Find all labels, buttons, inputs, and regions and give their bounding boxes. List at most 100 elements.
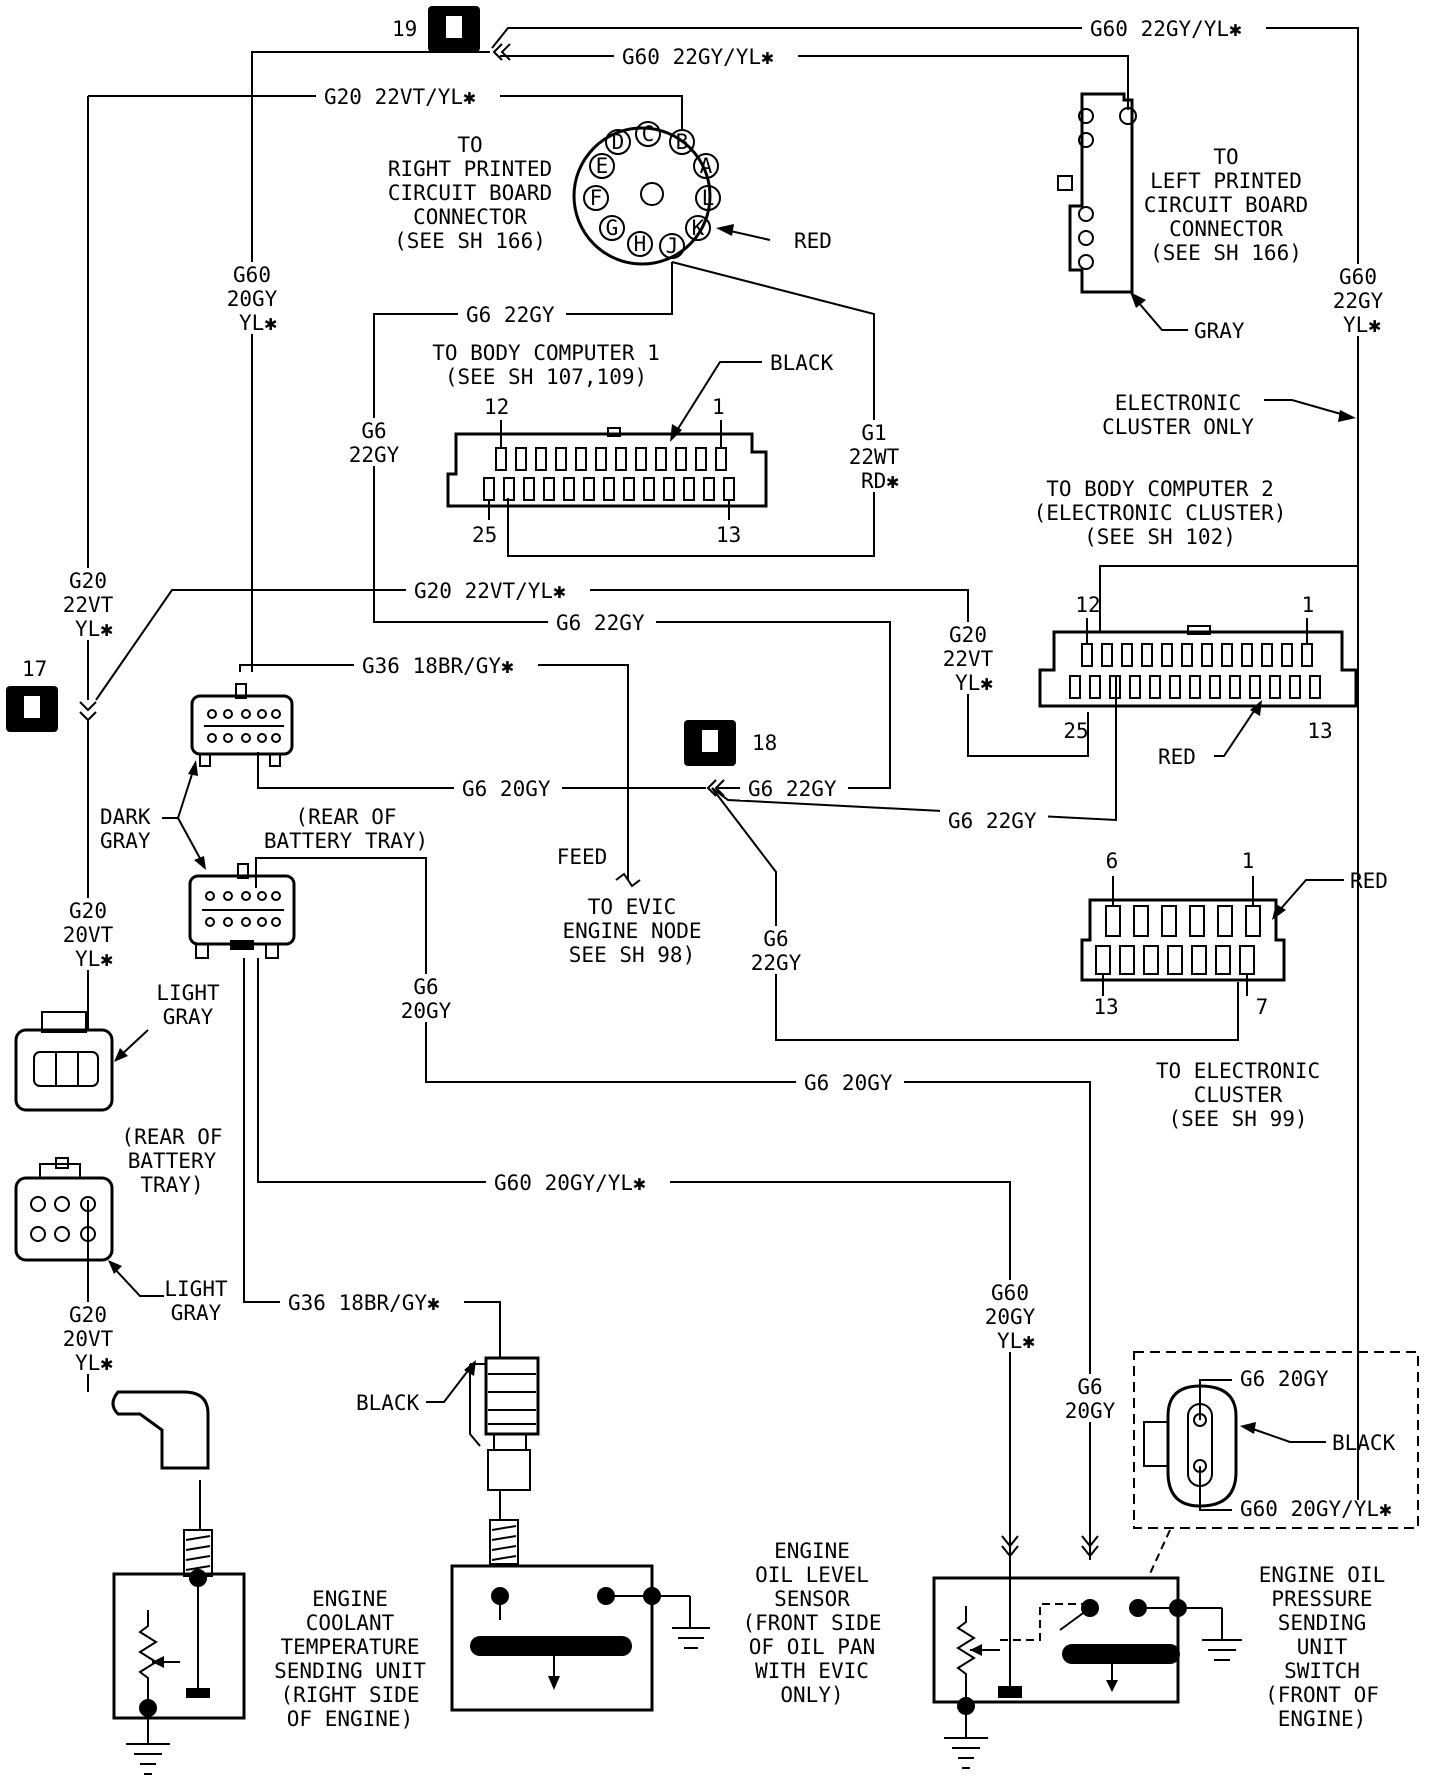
thermistor-icon bbox=[956, 1606, 976, 1704]
ground-icon bbox=[126, 1743, 170, 1775]
light-gray-connectors: LIGHT GRAY (REAR OF BATTERY TRAY) LIGHT … bbox=[14, 981, 228, 1325]
bc1-pin bbox=[695, 447, 707, 471]
bc2-pin bbox=[1189, 675, 1201, 699]
ground-icon bbox=[672, 1627, 710, 1649]
bc2-pin bbox=[1229, 675, 1241, 699]
pcb-pin-letter: K bbox=[692, 216, 705, 240]
oil-level-line-7: ONLY) bbox=[780, 1683, 843, 1707]
ec-pin bbox=[1133, 905, 1149, 937]
op-line-5: SWITCH bbox=[1284, 1659, 1360, 1683]
op-line-4: UNIT bbox=[1297, 1635, 1348, 1659]
bc2-pin bbox=[1269, 675, 1281, 699]
bc2-pin bbox=[1249, 675, 1261, 699]
bc1-pin bbox=[683, 477, 695, 501]
vlabel: G60 bbox=[233, 263, 271, 287]
bc1-pin bbox=[635, 447, 647, 471]
oil-level-sensor: BLACK ENGINE OIL LEVEL SENSOR (FRONT SID… bbox=[356, 1356, 882, 1712]
bc1-pin bbox=[595, 447, 607, 471]
lpcb-line-2: LEFT PRINTED bbox=[1150, 169, 1302, 193]
ec-pin bbox=[1215, 945, 1231, 975]
bc2-color: RED bbox=[1158, 745, 1196, 769]
bc1-pin bbox=[663, 477, 675, 501]
pcb-pin bbox=[669, 129, 695, 155]
bc1-pin bbox=[615, 447, 627, 471]
pcb-pin-letter: L bbox=[702, 186, 715, 210]
vlabel: RD✱ bbox=[861, 469, 899, 493]
vlabel: 20VT bbox=[63, 923, 114, 947]
lg2-line-1: LIGHT bbox=[164, 1277, 228, 1301]
op-line-3: SENDING bbox=[1278, 1611, 1367, 1635]
wire-label-g60-top: G60 22GY/YL✱ bbox=[1090, 17, 1242, 41]
oil-pressure-sending-unit: G6 20GY G60 20GY/YL✱ BLACK ENGINE OIL PR… bbox=[932, 1351, 1419, 1769]
ec-pin-7: 7 bbox=[1256, 995, 1269, 1019]
bc2-pin bbox=[1301, 643, 1313, 667]
ec-pin bbox=[1095, 945, 1111, 975]
evic-line-1: TO EVIC bbox=[588, 895, 677, 919]
op-detail-g60: G60 20GY/YL✱ bbox=[1240, 1497, 1392, 1521]
bc2-pins bbox=[1069, 618, 1321, 699]
wire-label-g6-22gy-bc2: G6 22GY bbox=[948, 809, 1037, 833]
bc2-pin bbox=[1109, 675, 1121, 699]
splice-18-label: 18 bbox=[752, 731, 777, 755]
rear-tray-2-line-2: BATTERY bbox=[128, 1149, 217, 1173]
dark-gray-connectors: DARK GRAY (REAR OF BATTERY TRAY) bbox=[100, 683, 428, 959]
ec-pin-6: 6 bbox=[1106, 849, 1119, 873]
lpcb-line-5: (SEE SH 166) bbox=[1150, 241, 1302, 265]
pcb-pin-letter: F bbox=[590, 186, 603, 210]
lg1-line-1: LIGHT bbox=[156, 981, 220, 1005]
inline-connector-icon bbox=[1001, 1535, 1019, 1558]
bc1-pin bbox=[603, 477, 615, 501]
bc2-pin bbox=[1081, 643, 1093, 667]
lpcb-line-1: TO bbox=[1213, 145, 1238, 169]
bc2-pin bbox=[1141, 643, 1153, 667]
bc1-pin bbox=[515, 447, 527, 471]
vlabel: 22GY bbox=[1333, 289, 1384, 313]
bc2-pin bbox=[1261, 643, 1273, 667]
pcb-pin bbox=[627, 231, 653, 257]
bc1-pin bbox=[643, 477, 655, 501]
bc2-line-1: TO BODY COMPUTER 2 bbox=[1046, 477, 1274, 501]
pcb-pin-letter: H bbox=[634, 232, 647, 256]
feed-label: FEED bbox=[557, 845, 608, 869]
vlabel: YL✱ bbox=[1343, 313, 1381, 337]
bc2-pin bbox=[1201, 643, 1213, 667]
ec-pin bbox=[1161, 905, 1177, 937]
wire-labels: G60 22GY/YL✱ G60 22GY/YL✱ G20 22VT/YL✱ G… bbox=[280, 16, 1266, 1315]
bc1-pin bbox=[543, 477, 555, 501]
bc1-line-2: (SEE SH 107,109) bbox=[445, 365, 647, 389]
body-computer-1-connector: TO BODY COMPUTER 1 (SEE SH 107,109) 12 1… bbox=[432, 341, 833, 547]
lpcb-color: GRAY bbox=[1194, 319, 1245, 343]
bc1-pin bbox=[583, 477, 595, 501]
inline-connector-icon bbox=[1081, 1535, 1099, 1558]
ground-icon bbox=[1202, 1639, 1242, 1661]
vlabel: 20GY bbox=[985, 1305, 1036, 1329]
pcb-pin bbox=[589, 153, 615, 179]
vlabel: G6 bbox=[763, 927, 788, 951]
wire-label-g36-upper: G36 18BR/GY✱ bbox=[362, 654, 514, 678]
lpcb-line-3: CIRCUIT BOARD bbox=[1144, 193, 1308, 217]
dark-gray-line-1: DARK bbox=[100, 805, 151, 829]
rpcb-line-2: RIGHT PRINTED bbox=[388, 157, 552, 181]
rear-tray-1-line-1: (REAR OF bbox=[295, 805, 396, 829]
oil-level-line-6: WITH EVIC bbox=[755, 1659, 869, 1683]
coolant-line-1: ENGINE bbox=[312, 1587, 388, 1611]
vlabel: G20 bbox=[69, 1303, 107, 1327]
pcb-pin-letter: E bbox=[596, 154, 609, 178]
ec-pin bbox=[1189, 905, 1205, 937]
bc1-pin bbox=[535, 447, 547, 471]
wire-label-g20-lower: G20 22VT/YL✱ bbox=[414, 579, 566, 603]
pcb-pin-letter: A bbox=[700, 154, 713, 178]
lpcb-line-4: CONNECTOR bbox=[1169, 217, 1283, 241]
ground-icon bbox=[944, 1737, 988, 1769]
evic-line-2: ENGINE NODE bbox=[562, 919, 701, 943]
vlabel: YL✱ bbox=[75, 1351, 113, 1375]
bc2-pin-25: 25 bbox=[1063, 719, 1088, 743]
to-ecluster-line-1: TO ELECTRONIC bbox=[1156, 1059, 1320, 1083]
wire-label-g36-lower: G36 18BR/GY✱ bbox=[288, 1291, 440, 1315]
vlabel: 20VT bbox=[63, 1327, 114, 1351]
evic-line-3: SEE SH 98) bbox=[569, 943, 695, 967]
body-computer-2-connector: TO BODY COMPUTER 2 (ELECTRONIC CLUSTER) … bbox=[1034, 391, 1358, 769]
